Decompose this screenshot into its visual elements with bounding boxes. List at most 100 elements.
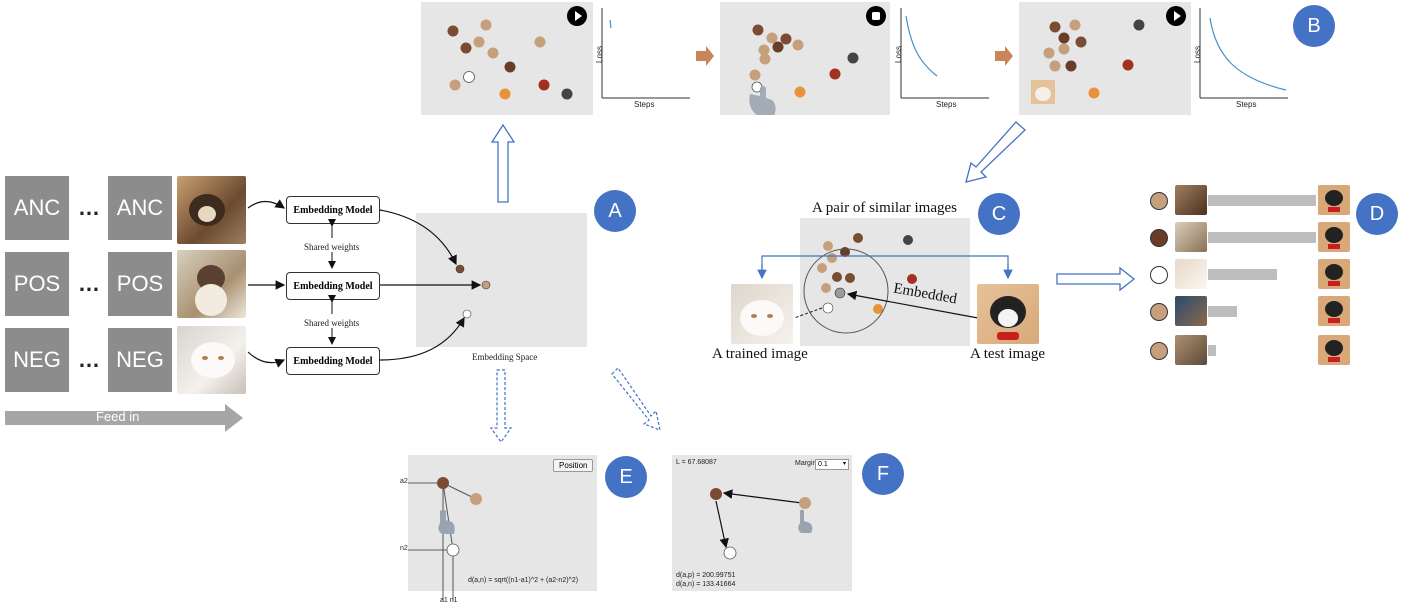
result-thumbnail [1175, 185, 1207, 215]
play-button-1[interactable] [567, 6, 587, 26]
badge-b: B [1293, 5, 1335, 47]
point-marker [1150, 342, 1168, 360]
cat-image-icon [1325, 301, 1343, 323]
training-scatter-1 [447, 19, 573, 100]
shared-weights-label-2: Shared weights [304, 318, 360, 328]
badge-c: C [978, 193, 1020, 235]
distance-formula: d(a,n) = sqrt((n1-a1)^2 + (a2-n2)^2) [468, 577, 579, 584]
cat-image-icon [1325, 190, 1343, 212]
similarity-bar [1208, 306, 1237, 317]
n2-label: n2 [400, 545, 408, 552]
loss-readout: L = 67.68087 [676, 459, 717, 466]
dap-readout: d(a,p) = 200.99751 [676, 572, 736, 579]
play-icon [575, 11, 582, 21]
play-button-2[interactable] [1166, 6, 1186, 26]
training-panel-2 [720, 2, 890, 115]
similarity-bar [1208, 269, 1277, 280]
point-marker [1150, 192, 1168, 210]
cat-image-icon [990, 296, 1026, 340]
result-thumbnail [1175, 296, 1207, 326]
shared-weights-label-1: Shared weights [304, 242, 360, 252]
anchor-cat-photo [177, 176, 246, 244]
embedding-space-label: Embedding Space [472, 352, 538, 362]
query-thumbnail [1318, 222, 1350, 252]
cat-image-icon [195, 265, 227, 316]
feed-in-label: Feed in [96, 409, 140, 424]
stop-icon [872, 12, 880, 20]
training-scatter-2 [749, 24, 859, 115]
test-cat-photo [977, 284, 1039, 344]
cat-image-icon [191, 342, 235, 378]
result-thumbnail [1175, 259, 1207, 289]
query-thumbnail [1318, 259, 1350, 289]
neg-box-2: NEG [108, 328, 172, 392]
anc-box-2: ANC [108, 176, 172, 240]
pos-label-1: POS [13, 271, 61, 296]
similarity-bar [1208, 345, 1216, 356]
loss-chart-1 [601, 8, 690, 99]
similarity-bar [1208, 232, 1316, 243]
trained-image-caption: A trained image [712, 346, 808, 362]
similarity-row[interactable] [1148, 335, 1353, 367]
point-marker [1150, 266, 1168, 284]
loss-axis-label-2: Loss [893, 46, 903, 63]
loss-axis-label-1: Loss [594, 46, 604, 63]
pos-box-2: POS [108, 252, 172, 316]
play-icon [1174, 11, 1181, 21]
similarity-bar [1208, 195, 1316, 206]
embedding-model-box-3: Embedding Model [286, 347, 380, 375]
ellipsis-3: … [78, 347, 100, 372]
similarity-row[interactable] [1148, 222, 1353, 254]
anc-label-1: ANC [13, 195, 61, 220]
margin-select[interactable]: 0.1 ▾ [815, 459, 849, 470]
badge-d: D [1356, 193, 1398, 235]
neg-label-2: NEG [116, 347, 164, 372]
cat-image-icon [189, 194, 225, 226]
a1-n1-label: a1 n1 [440, 597, 458, 604]
neg-box-1: NEG [5, 328, 69, 392]
steps-axis-label-1: Steps [634, 100, 655, 109]
anc-box-1: ANC [5, 176, 69, 240]
a2-label: a2 [400, 478, 408, 485]
query-thumbnail [1318, 296, 1350, 326]
ellipsis-2: … [78, 271, 100, 296]
training-scatter-3 [1031, 19, 1145, 104]
query-thumbnail [1318, 185, 1350, 215]
badge-e: E [605, 456, 647, 498]
embedding-model-label-2: Embedding Model [293, 280, 373, 292]
badge-a: A [594, 190, 636, 232]
position-button[interactable]: Position [553, 459, 594, 472]
cat-image-icon [1325, 227, 1343, 249]
panel-d-list [1148, 185, 1353, 367]
margin-value: 0.1 [818, 461, 828, 468]
neg-label-1: NEG [13, 347, 61, 372]
panel-c-title: A pair of similar images [812, 200, 957, 216]
positive-cat-photo [177, 250, 246, 318]
panel-e-plot [408, 477, 482, 601]
trained-cat-photo [731, 284, 793, 344]
embedding-model-label-1: Embedding Model [293, 204, 373, 216]
pos-label-2: POS [116, 271, 164, 296]
point-marker [1150, 303, 1168, 321]
stop-button[interactable] [866, 6, 886, 26]
panel-f-area [672, 455, 852, 591]
negative-cat-photo [177, 326, 246, 394]
ellipsis-1: … [78, 195, 100, 220]
similarity-row[interactable] [1148, 185, 1353, 217]
badge-f: F [862, 453, 904, 495]
chevron-down-icon: ▾ [842, 461, 846, 467]
point-marker [1150, 229, 1168, 247]
embedding-space-panel [416, 213, 587, 347]
steps-axis-label-2: Steps [936, 100, 957, 109]
result-thumbnail [1175, 335, 1207, 365]
similarity-row[interactable] [1148, 296, 1353, 328]
similarity-row[interactable] [1148, 259, 1353, 291]
dan-readout: d(a,n) = 133.41664 [676, 581, 736, 588]
loss-chart-2 [900, 8, 989, 99]
cat-image-icon [1325, 264, 1343, 286]
panel-f-plot [710, 488, 813, 560]
steps-axis-label-3: Steps [1236, 100, 1257, 109]
panel-c-area [800, 218, 970, 346]
feed-in-arrow [5, 404, 243, 432]
